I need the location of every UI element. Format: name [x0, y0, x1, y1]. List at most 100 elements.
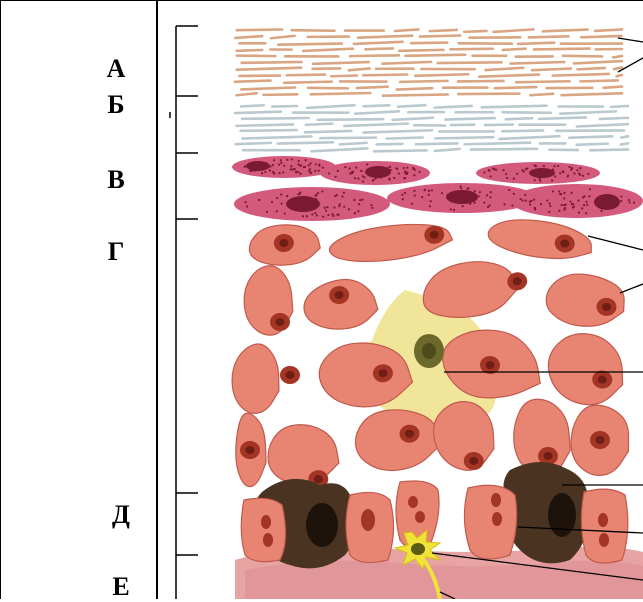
keratohyalin-granule [278, 164, 280, 166]
keratin-fiber [614, 67, 622, 69]
nucleolus [544, 452, 553, 460]
keratohyalin-granule [326, 206, 328, 208]
keratohyalin-granule [321, 190, 323, 192]
granular-nucleus [529, 168, 555, 178]
lucid-fiber [621, 136, 628, 137]
keratohyalin-granule [563, 197, 565, 199]
keratin-fiber [395, 29, 418, 31]
lucid-fiber [500, 136, 560, 139]
keratin-fiber [235, 36, 262, 38]
keratohyalin-granule [406, 167, 408, 169]
keratohyalin-granule [335, 176, 337, 178]
keratohyalin-granule [549, 205, 551, 207]
keratohyalin-granule [561, 204, 563, 206]
lucid-fiber [503, 112, 551, 113]
keratin-fiber [464, 31, 486, 32]
lucid-fiber [539, 117, 586, 118]
keratin-fiber [577, 68, 604, 69]
melanocyte-nucleus [306, 503, 338, 547]
spinous-cell [236, 413, 266, 486]
nucleolus [246, 446, 255, 454]
keratohyalin-granule [282, 171, 284, 173]
keratohyalin-granule [404, 172, 406, 174]
keratohyalin-granule [261, 172, 263, 174]
keratohyalin-granule [431, 189, 433, 191]
granular-nucleus [246, 161, 270, 171]
keratin-fiber [495, 87, 537, 88]
keratohyalin-granule [563, 209, 565, 211]
keratin-fiber [511, 62, 565, 64]
keratohyalin-granule [404, 192, 406, 194]
keratin-fiber [383, 95, 448, 96]
keratohyalin-granule [393, 177, 395, 179]
keratohyalin-granule [322, 167, 324, 169]
spinous-cell [418, 253, 532, 325]
lucid-fiber [236, 124, 293, 125]
keratohyalin-granule [582, 175, 584, 177]
keratohyalin-granule [576, 169, 578, 171]
keratohyalin-granule [585, 212, 587, 214]
keratohyalin-granule [332, 213, 334, 215]
keratohyalin-granule [583, 204, 585, 206]
keratohyalin-granule [513, 178, 515, 180]
keratohyalin-granule [421, 196, 423, 198]
lucid-fiber [236, 143, 271, 144]
keratohyalin-granule [366, 163, 368, 165]
keratohyalin-granule [354, 212, 356, 214]
spinous-cell [545, 331, 627, 408]
keratohyalin-granule [401, 194, 403, 196]
granular-nucleus [365, 166, 391, 178]
keratohyalin-granule [389, 166, 391, 168]
keratohyalin-granule [585, 201, 587, 203]
keratohyalin-granule [314, 170, 316, 172]
keratohyalin-granule [511, 204, 513, 206]
keratohyalin-granule [486, 194, 488, 196]
keratohyalin-granule [473, 202, 475, 204]
lucid-fiber [242, 118, 309, 119]
keratohyalin-granule [327, 214, 329, 216]
keratohyalin-granule [428, 194, 430, 196]
keratohyalin-granule [273, 172, 275, 174]
keratin-fiber [532, 69, 571, 71]
keratohyalin-granule [308, 164, 310, 166]
keratohyalin-granule [372, 179, 374, 181]
keratin-fiber [357, 87, 388, 88]
keratohyalin-granule [548, 211, 550, 213]
keratin-fiber [411, 43, 447, 44]
keratin-fiber [420, 35, 460, 36]
keratin-fiber [365, 48, 393, 49]
keratohyalin-granule [328, 172, 330, 174]
nucleolus [286, 371, 295, 379]
keratin-fiber [308, 88, 348, 89]
keratohyalin-granule [558, 190, 560, 192]
keratohyalin-granule [281, 202, 283, 204]
keratin-fiber [237, 29, 282, 30]
lucid-fiber [435, 137, 493, 138]
nucleolus [276, 318, 285, 326]
keratin-fiber [613, 56, 622, 57]
keratohyalin-granule [244, 166, 246, 168]
keratin-fiber [383, 62, 432, 64]
keratohyalin-granule [571, 192, 573, 194]
keratohyalin-granule [371, 207, 373, 209]
keratin-fiber [237, 50, 263, 51]
lucid-fiber [241, 130, 297, 131]
keratohyalin-granule [467, 187, 469, 189]
keratohyalin-granule [266, 211, 268, 213]
keratohyalin-granule [629, 201, 631, 203]
keratohyalin-granule [489, 196, 491, 198]
keratohyalin-granule [453, 209, 455, 211]
keratin-fiber [405, 55, 465, 56]
keratohyalin-granule [578, 172, 580, 174]
keratohyalin-granule [362, 175, 364, 177]
keratin-fiber [354, 42, 403, 44]
keratohyalin-granule [404, 177, 406, 179]
keratohyalin-granule [286, 195, 288, 197]
keratohyalin-granule [336, 194, 338, 196]
keratohyalin-granule [283, 165, 285, 167]
keratohyalin-granule [430, 200, 432, 202]
lucid-fiber [465, 143, 531, 145]
keratohyalin-granule [315, 194, 317, 196]
keratohyalin-granule [258, 199, 260, 201]
